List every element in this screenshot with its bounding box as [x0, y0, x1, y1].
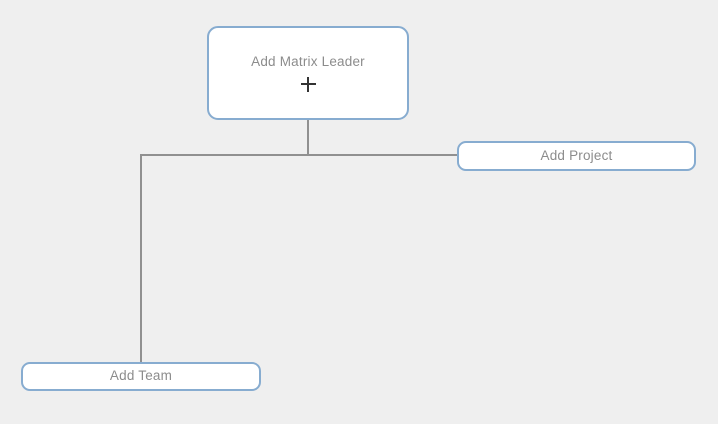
- connector-to-team: [140, 154, 309, 363]
- node-add-team[interactable]: Add Team: [21, 362, 261, 391]
- node-add-matrix-leader[interactable]: Add Matrix Leader: [207, 26, 409, 120]
- plus-icon[interactable]: [300, 76, 316, 92]
- node-add-team-label: Add Team: [109, 368, 173, 384]
- node-add-matrix-leader-label: Add Matrix Leader: [251, 54, 365, 70]
- node-add-project[interactable]: Add Project: [457, 141, 696, 171]
- node-add-project-label: Add Project: [540, 147, 613, 163]
